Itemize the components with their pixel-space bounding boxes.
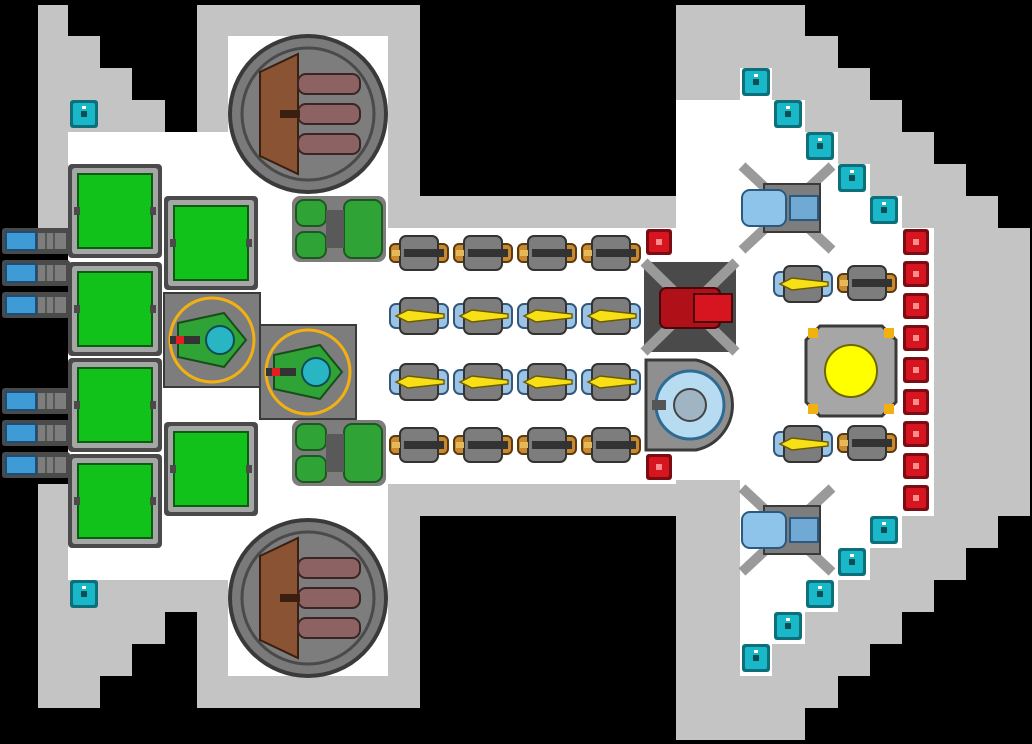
red-armor-block-icon	[903, 229, 929, 255]
green-storage-container-icon[interactable]	[68, 454, 162, 548]
heavy-cannon-turret-icon[interactable]	[228, 518, 388, 678]
yellow-laser-cannon-icon[interactable]	[581, 363, 641, 401]
red-armor-block-icon	[646, 229, 672, 255]
green-storage-container-icon[interactable]	[68, 358, 162, 452]
yellow-laser-cannon-icon[interactable]	[453, 297, 513, 335]
red-armor-block-icon	[903, 389, 929, 415]
cyan-armor-block-icon	[870, 196, 898, 224]
gold-cannon-icon[interactable]	[581, 427, 641, 463]
blue-thruster-icon	[2, 260, 70, 286]
blue-thruster-icon	[2, 420, 70, 446]
large-blue-thruster-icon	[738, 162, 836, 254]
blue-thruster-icon	[2, 452, 70, 478]
red-armor-block-icon	[903, 421, 929, 447]
gold-cannon-icon[interactable]	[389, 427, 449, 463]
green-fuel-tank-icon	[292, 196, 386, 262]
green-turret-icon[interactable]	[259, 324, 357, 420]
green-storage-container-icon[interactable]	[164, 196, 258, 290]
large-blue-thruster-icon	[738, 484, 836, 576]
blue-thruster-icon	[2, 292, 70, 318]
blue-thruster-icon	[2, 388, 70, 414]
green-turret-icon[interactable]	[163, 292, 261, 388]
yellow-laser-cannon-icon[interactable]	[453, 363, 513, 401]
gold-cannon-icon[interactable]	[581, 235, 641, 271]
cyan-armor-block-icon	[774, 612, 802, 640]
heavy-cannon-turret-icon[interactable]	[228, 34, 388, 194]
shield-dome-icon[interactable]	[644, 358, 734, 452]
red-armor-block-icon	[903, 261, 929, 287]
green-fuel-tank-icon	[292, 420, 386, 486]
yellow-laser-cannon-icon[interactable]	[773, 265, 833, 303]
red-armor-block-icon	[903, 325, 929, 351]
green-storage-container-icon[interactable]	[164, 422, 258, 516]
cyan-armor-block-icon	[742, 68, 770, 96]
cyan-armor-block-icon	[870, 516, 898, 544]
cyan-armor-block-icon	[70, 580, 98, 608]
blue-thruster-icon	[2, 228, 70, 254]
gold-cannon-icon[interactable]	[453, 427, 513, 463]
yellow-laser-cannon-icon[interactable]	[389, 297, 449, 335]
yellow-laser-cannon-icon[interactable]	[581, 297, 641, 335]
floor-main	[68, 36, 934, 676]
yellow-laser-cannon-icon[interactable]	[389, 363, 449, 401]
gold-cannon-icon[interactable]	[453, 235, 513, 271]
green-storage-container-icon[interactable]	[68, 262, 162, 356]
gold-cannon-icon[interactable]	[517, 235, 577, 271]
reactor-core-icon[interactable]	[804, 324, 898, 418]
yellow-laser-cannon-icon[interactable]	[517, 297, 577, 335]
cyan-armor-block-icon	[774, 100, 802, 128]
green-storage-container-icon[interactable]	[68, 164, 162, 258]
gold-cannon-icon[interactable]	[389, 235, 449, 271]
red-armor-block-icon	[903, 485, 929, 511]
cyan-armor-block-icon	[838, 548, 866, 576]
cyan-armor-block-icon	[70, 100, 98, 128]
red-armor-block-icon	[646, 454, 672, 480]
gold-cannon-icon[interactable]	[837, 425, 897, 461]
cyan-armor-block-icon	[838, 164, 866, 192]
red-armor-block-icon	[903, 453, 929, 479]
red-turret-icon[interactable]	[640, 258, 740, 356]
gold-cannon-icon[interactable]	[517, 427, 577, 463]
gold-cannon-icon[interactable]	[837, 265, 897, 301]
yellow-laser-cannon-icon[interactable]	[773, 425, 833, 463]
cyan-armor-block-icon	[742, 644, 770, 672]
red-armor-block-icon	[903, 293, 929, 319]
cyan-armor-block-icon	[806, 580, 834, 608]
red-armor-block-icon	[903, 357, 929, 383]
yellow-laser-cannon-icon[interactable]	[517, 363, 577, 401]
cyan-armor-block-icon	[806, 132, 834, 160]
